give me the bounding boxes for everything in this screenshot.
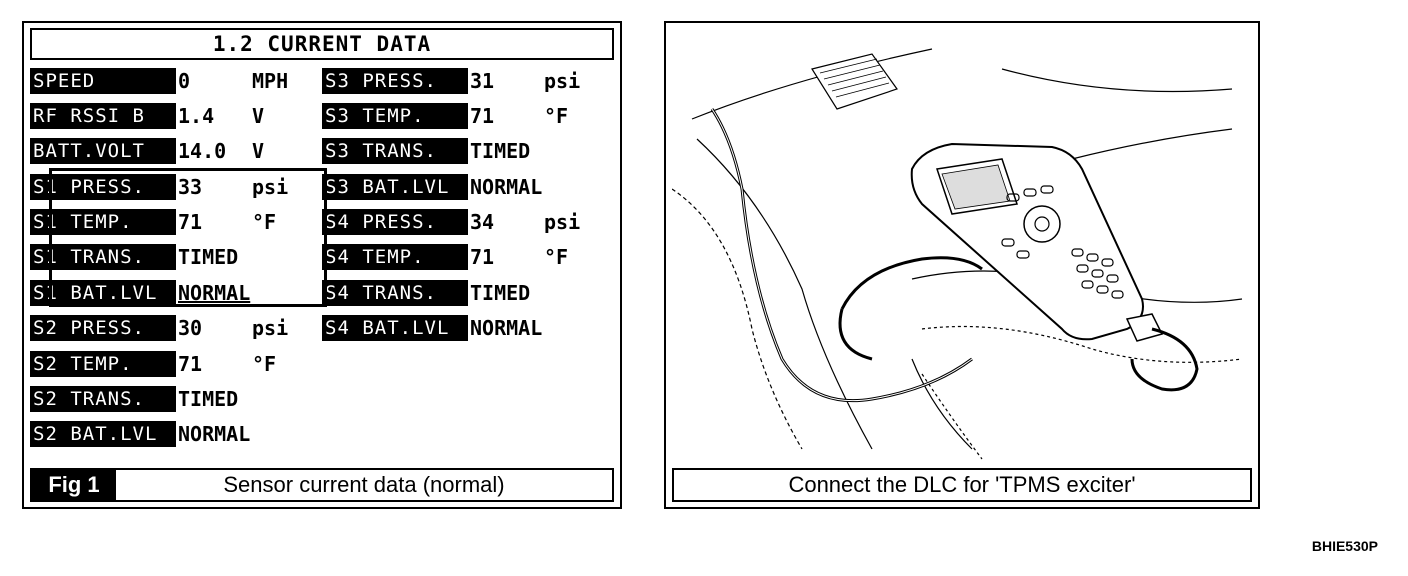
data-unit: psi: [252, 316, 289, 340]
data-value: 31: [470, 69, 495, 93]
data-unit: psi: [252, 175, 289, 199]
data-row-s3-bat-lvl: S3 BAT.LVL NORMAL: [322, 173, 542, 201]
data-label: S2 BAT.LVL: [30, 421, 176, 447]
data-unit: °F: [544, 245, 569, 269]
data-label: S1 BAT.LVL: [30, 280, 176, 306]
data-row-s2-trans: S2 TRANS. TIMED: [30, 385, 238, 413]
data-label: S4 TEMP.: [322, 244, 468, 270]
figure-number-tag: Fig 1: [32, 470, 116, 500]
data-row-s4-press: S4 PRESS. 34 psi: [322, 208, 580, 236]
data-row-s2-press: S2 PRESS. 30 psi: [30, 314, 288, 342]
scan-screen-title: 1.2 CURRENT DATA: [30, 28, 614, 60]
data-value: NORMAL: [178, 281, 251, 305]
data-unit: V: [252, 104, 265, 128]
figure-caption-text: Connect the DLC for 'TPMS exciter': [672, 468, 1252, 502]
data-unit: V: [252, 139, 265, 163]
data-unit: MPH: [252, 69, 289, 93]
data-label: S2 TRANS.: [30, 386, 176, 412]
data-label: S2 PRESS.: [30, 315, 176, 341]
data-row-s2-bat-lvl: S2 BAT.LVL NORMAL: [30, 420, 250, 448]
data-label: S4 BAT.LVL: [322, 315, 468, 341]
data-value: NORMAL: [470, 316, 543, 340]
data-label: S3 BAT.LVL: [322, 174, 468, 200]
data-label: SPEED: [30, 68, 176, 94]
data-value: 71: [178, 210, 203, 234]
data-label: S3 TRANS.: [322, 138, 468, 164]
data-value: 30: [178, 316, 203, 340]
data-value: 0: [178, 69, 191, 93]
data-row-batt-volt: BATT.VOLT 14.0 V: [30, 137, 264, 165]
figure-caption-text: Sensor current data (normal): [223, 472, 505, 497]
data-value: TIMED: [470, 139, 531, 163]
data-label: RF RSSI B: [30, 103, 176, 129]
data-unit: °F: [252, 210, 277, 234]
data-row-s1-bat-lvl: S1 BAT.LVL NORMAL: [30, 279, 250, 307]
figure-code: BHIE530P: [1311, 538, 1378, 554]
data-value: 34: [470, 210, 495, 234]
data-unit: °F: [544, 104, 569, 128]
dlc-connection-figure: Connect the DLC for 'TPMS exciter': [664, 21, 1260, 509]
data-label: BATT.VOLT: [30, 138, 176, 164]
data-row-s3-press: S3 PRESS. 31 psi: [322, 67, 580, 95]
data-value: TIMED: [178, 245, 239, 269]
data-value: NORMAL: [178, 422, 251, 446]
data-label: S4 TRANS.: [322, 280, 468, 306]
data-row-s1-press: S1 PRESS. 33 psi: [30, 173, 288, 201]
data-row-s4-temp: S4 TEMP. 71 °F: [322, 243, 568, 271]
data-label: S3 TEMP.: [322, 103, 468, 129]
data-value: 71: [470, 245, 495, 269]
data-row-s4-bat-lvl: S4 BAT.LVL NORMAL: [322, 314, 542, 342]
sensor-data-figure: 1.2 CURRENT DATA SPEED 0 MPH RF RSSI B 1…: [22, 21, 622, 509]
data-value: 1.4: [178, 104, 215, 128]
data-label: S2 TEMP.: [30, 351, 176, 377]
data-unit: °F: [252, 352, 277, 376]
data-label: S1 PRESS.: [30, 174, 176, 200]
data-value: 71: [470, 104, 495, 128]
data-row-speed: SPEED 0 MPH: [30, 67, 288, 95]
data-row-s2-temp: S2 TEMP. 71 °F: [30, 350, 276, 378]
data-value: TIMED: [178, 387, 239, 411]
data-row-s4-trans: S4 TRANS. TIMED: [322, 279, 530, 307]
data-unit: psi: [544, 210, 581, 234]
data-value: NORMAL: [470, 175, 543, 199]
data-value: 33: [178, 175, 203, 199]
data-unit: psi: [544, 69, 581, 93]
data-row-rf-rssi: RF RSSI B 1.4 V: [30, 102, 264, 130]
data-row-s3-trans: S3 TRANS. TIMED: [322, 137, 530, 165]
data-label: S1 TRANS.: [30, 244, 176, 270]
data-row-s1-trans: S1 TRANS. TIMED: [30, 243, 238, 271]
figure-caption: Fig 1 Sensor current data (normal): [30, 468, 614, 502]
data-value: 71: [178, 352, 203, 376]
tpms-exciter-illustration: [672, 48, 1243, 460]
data-value: 14.0: [178, 139, 227, 163]
data-label: S4 PRESS.: [322, 209, 468, 235]
data-row-s1-temp: S1 TEMP. 71 °F: [30, 208, 276, 236]
data-label: S1 TEMP.: [30, 209, 176, 235]
data-value: TIMED: [470, 281, 531, 305]
data-row-s3-temp: S3 TEMP. 71 °F: [322, 102, 568, 130]
data-label: S3 PRESS.: [322, 68, 468, 94]
